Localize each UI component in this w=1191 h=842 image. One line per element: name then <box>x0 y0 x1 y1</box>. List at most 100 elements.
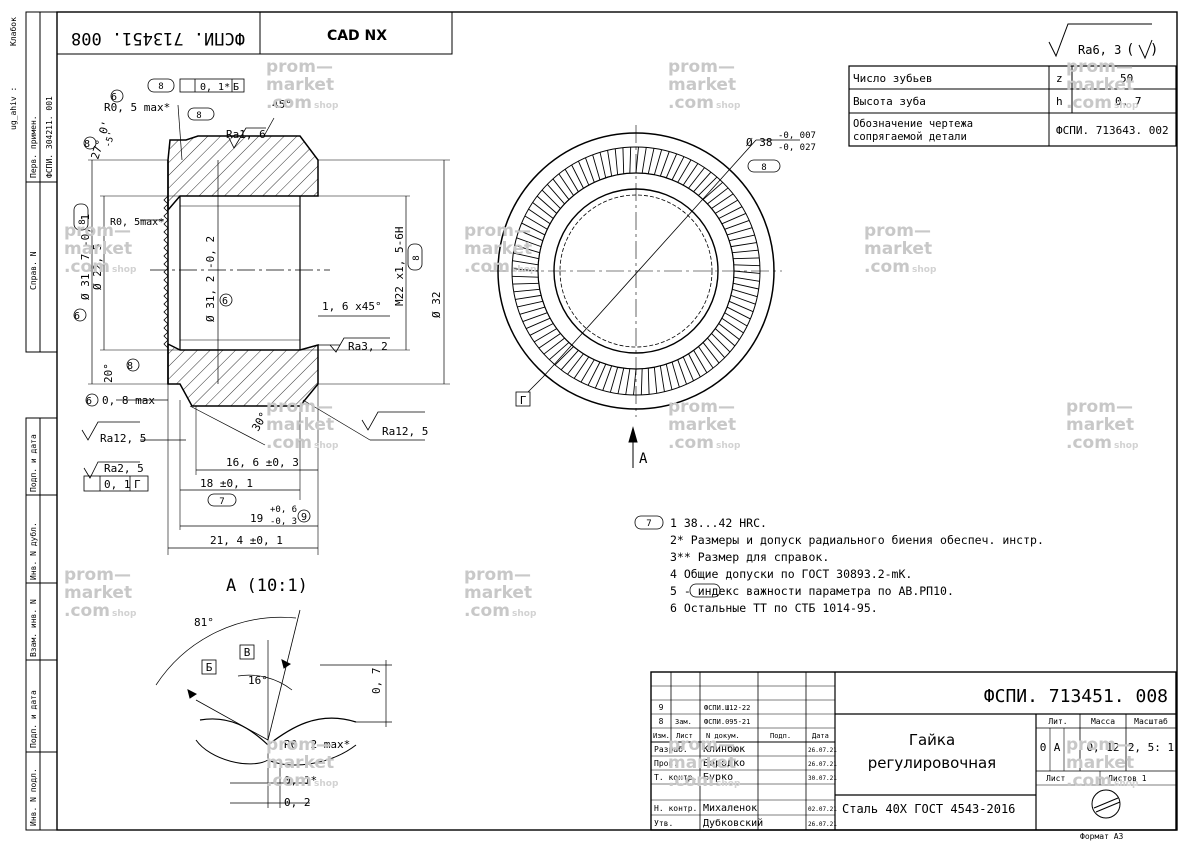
material: Сталь 40Х ГОСТ 4543-2016 <box>842 802 1015 816</box>
svg-text:Ra1, 6: Ra1, 6 <box>226 128 266 141</box>
watermark-text: prom— <box>668 57 735 77</box>
svg-text:02.07.21: 02.07.21 <box>808 806 837 813</box>
tooth-flank <box>659 365 665 392</box>
watermark-text: shop <box>912 265 937 275</box>
svg-text:21, 4 ±0, 1: 21, 4 ±0, 1 <box>210 534 283 547</box>
perv-primen-label: Перв. примен. <box>29 115 38 178</box>
watermark-text: prom— <box>668 735 735 755</box>
svg-text:0, 1: 0, 1 <box>104 478 131 491</box>
tooth-flank <box>718 323 740 340</box>
svg-text:Ø 31, 7 -0, 1: Ø 31, 7 -0, 1 <box>79 214 92 300</box>
detail-title: A (10:1) <box>226 576 308 596</box>
svg-text:-5': -5' <box>103 130 118 149</box>
tooth-flank <box>733 270 761 274</box>
watermark-text: market <box>1066 75 1134 95</box>
note-1: 1 38...42 HRC. <box>670 516 767 530</box>
svg-text:0, 7: 0, 7 <box>370 668 383 695</box>
watermark-text: .com <box>266 93 312 113</box>
tooth-flank <box>528 208 551 225</box>
svg-text:Подп.: Подп. <box>770 732 791 740</box>
vzam-inv-label: Взам. инв. N <box>29 599 38 657</box>
svg-text:Б: Б <box>233 82 239 93</box>
svg-text:0, 12: 0, 12 <box>1086 741 1119 754</box>
tooth-flank <box>614 148 619 175</box>
tooth-flank <box>609 367 619 393</box>
section-view <box>73 78 450 555</box>
svg-text:19: 19 <box>250 512 263 525</box>
tooth-flank <box>647 148 655 174</box>
svg-text:30.07.21: 30.07.21 <box>808 775 837 782</box>
svg-text:Изм.: Изм. <box>653 732 670 740</box>
tooth-flank <box>573 356 590 379</box>
watermark-text: .com <box>266 433 312 453</box>
watermark-text: market <box>668 75 736 95</box>
svg-text:Дубковский: Дубковский <box>703 817 763 829</box>
svg-text:8: 8 <box>412 255 422 260</box>
archive-label: ug_ahiv : <box>9 87 18 130</box>
svg-text:26.07.21: 26.07.21 <box>808 821 837 828</box>
svg-text:Зам.: Зам. <box>675 718 692 726</box>
tooth-flank <box>718 206 743 219</box>
svg-text:Масса: Масса <box>1091 717 1115 726</box>
tooth-flank <box>592 154 601 181</box>
note-5: 5 - индекс важности параметра по АВ.РП10… <box>670 584 954 598</box>
tooth-flank <box>659 151 670 177</box>
watermark-text: prom— <box>1066 397 1133 417</box>
technical-notes: 7 1 38...42 HRC. 2* Размеры и допуск рад… <box>634 515 1044 615</box>
svg-text:0: 0 <box>1040 741 1047 754</box>
cad-label: CAD NX <box>327 28 387 44</box>
svg-text:Б: Б <box>206 661 213 674</box>
tooth-flank <box>567 353 584 375</box>
watermark-text: .com <box>668 433 714 453</box>
tooth-flank <box>524 215 548 230</box>
watermark-text: market <box>266 75 334 95</box>
svg-text:6: 6 <box>111 92 117 103</box>
watermark-text: shop <box>512 609 537 619</box>
svg-text:0, 7: 0, 7 <box>1115 95 1142 108</box>
tooth-flank <box>729 234 755 242</box>
svg-text:R0, 5max*: R0, 5max* <box>110 217 164 228</box>
svg-text:26.07.21: 26.07.21 <box>808 747 837 754</box>
svg-text:R0, 2 max*: R0, 2 max* <box>284 738 350 751</box>
svg-text:ФСПИ.Ш12-22: ФСПИ.Ш12-22 <box>704 704 750 712</box>
tooth-flank <box>732 249 759 254</box>
watermark-text: .com <box>266 771 312 791</box>
tooth-flank <box>732 288 758 298</box>
svg-text:0, 8 max: 0, 8 max <box>102 394 155 407</box>
watermark-text: .com <box>64 257 110 277</box>
general-roughness: Ra6, 3 ( ) <box>1048 23 1158 60</box>
tooth-flank <box>688 353 701 378</box>
tooth-flank <box>682 356 694 382</box>
tooth-flank <box>532 202 554 219</box>
tooth-flank <box>625 368 631 395</box>
svg-text:(: ( <box>1126 42 1134 58</box>
detail-view-labels: A (10:1) 81° 16° Б В 0, 7 R0, 2 max* 0, … <box>194 576 383 809</box>
svg-text:h: h <box>1056 95 1063 108</box>
watermark-text: market <box>1066 415 1134 435</box>
svg-text:R0, 5 max*: R0, 5 max* <box>104 101 170 114</box>
svg-text:Ra12, 5: Ra12, 5 <box>100 432 146 445</box>
svg-text:26.07.21: 26.07.21 <box>808 761 837 768</box>
svg-text:Формат А3: Формат А3 <box>1080 832 1124 841</box>
tooth-flank <box>729 300 754 313</box>
svg-text:0, 1*: 0, 1* <box>200 82 230 93</box>
tooth-flank <box>721 213 747 225</box>
watermark-text: market <box>64 239 132 259</box>
title-block-labels: ФСПИ. 713451. 008 Гайка регулировочная С… <box>653 686 1174 841</box>
svg-text:8: 8 <box>127 361 133 372</box>
svg-text:Пров.: Пров. <box>654 759 678 768</box>
author-label: Клабок <box>8 17 18 46</box>
svg-text:0, 1*: 0, 1* <box>284 774 317 787</box>
tooth-flank <box>698 176 718 196</box>
podp-data-label: Подп. и дата <box>29 434 38 492</box>
svg-text:Т. контр.: Т. контр. <box>654 773 697 782</box>
parameters-table: Число зубьев z 50 Высота зуба h 0, 7 Обо… <box>848 65 1177 147</box>
tooth-flank <box>724 312 748 327</box>
tooth-flank <box>724 220 750 230</box>
tooth-flank <box>721 317 744 334</box>
svg-text:9: 9 <box>659 703 664 712</box>
svg-text:Ø 22, 5: Ø 22, 5 <box>91 244 104 290</box>
part-name-line1: Гайка <box>909 731 955 749</box>
watermark-text: market <box>668 415 736 435</box>
svg-text:Бородко: Бородко <box>703 758 745 769</box>
